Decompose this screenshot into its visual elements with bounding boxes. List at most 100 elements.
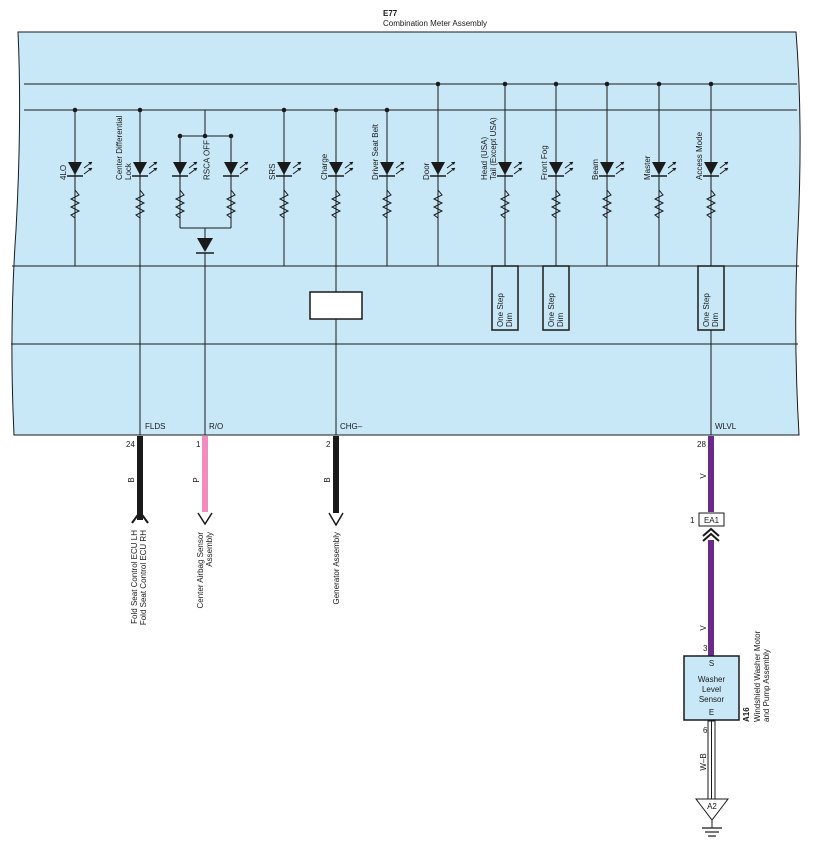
- dimmer-label: Dim: [505, 312, 514, 327]
- indicator-label-door: Door: [422, 162, 431, 180]
- washer-pin-top: 3: [703, 644, 708, 653]
- resistor-icon: [330, 189, 342, 219]
- led-icon: [68, 162, 82, 175]
- terminal-flds: FLDS: [145, 422, 165, 431]
- ground-icon: [702, 827, 722, 837]
- washer-body-2: Level: [702, 685, 721, 694]
- indicator-label-charge: Charge: [320, 153, 329, 180]
- assembly-name: Combination Meter Assembly: [383, 19, 487, 28]
- resistor-icon: [550, 189, 562, 219]
- lamp-center-diff-lock: [132, 107, 158, 344]
- destination-chg: Generator Assembly: [332, 532, 341, 604]
- pin-flds: 24: [126, 440, 135, 449]
- dimmer-label: One Step: [547, 293, 556, 327]
- indicator-label-rsca-off: RSCA OFF: [203, 140, 212, 180]
- resistor-icon: [653, 189, 665, 219]
- resistor-icon: [278, 189, 290, 219]
- destination-ro-1: Center Airbag Sensor: [196, 532, 205, 609]
- terminal-chg: CHG–: [340, 422, 363, 431]
- lamp-door: [430, 81, 456, 266]
- lamp-driver-seat-belt: [379, 107, 405, 266]
- led-icon: [224, 162, 238, 175]
- flds-arrow-icon: [131, 510, 149, 524]
- resistor-icon: [134, 189, 146, 219]
- junction-dot: [137, 107, 143, 113]
- connector-chevron-icon: [702, 527, 720, 537]
- diode-icon: [197, 238, 213, 252]
- connector-chevron-icon-2: [702, 532, 720, 542]
- led-icon: [133, 162, 147, 175]
- lamp-srs: [276, 107, 302, 266]
- washer-body-3: Sensor: [699, 695, 725, 704]
- indicator-label-front-fog: Front Fog: [540, 145, 549, 180]
- lamp-rsca-off-a: [172, 133, 198, 228]
- led-icon: [652, 162, 666, 175]
- led-icon: [173, 162, 187, 175]
- ro-arrow-icon: [197, 512, 213, 526]
- indicator-label-master: Master: [643, 155, 652, 180]
- terminal-wlvl: WLVL: [715, 422, 737, 431]
- pin-chg: 2: [326, 440, 331, 449]
- rsca-off-group: [180, 110, 231, 435]
- assembly-code: E77: [383, 9, 398, 18]
- dimmer-label: One Step: [496, 293, 505, 327]
- washer-terminal-e: E: [709, 708, 714, 717]
- led-icon: [549, 162, 563, 175]
- led-icon: [600, 162, 614, 175]
- washer-level-sensor-box: [683, 655, 740, 721]
- lamp-beam: [599, 81, 625, 266]
- connector-ea1: [698, 512, 725, 527]
- led-icon: [380, 162, 394, 175]
- resistor-icon: [499, 189, 511, 219]
- resistor-icon: [225, 189, 237, 219]
- indicator-label-head-tail: Tail (Except USA): [489, 117, 498, 180]
- junction-dot: [72, 107, 78, 113]
- junction-dot: [333, 107, 339, 113]
- led-icon: [498, 162, 512, 175]
- lamp-head-tail: [497, 81, 523, 266]
- led-icon: [329, 162, 343, 175]
- indicator-label-access-mode: Access Mode: [695, 131, 704, 180]
- lamp-rsca-off-b: [223, 133, 249, 228]
- resistor-icon: [381, 189, 393, 219]
- junction-dot: [384, 107, 390, 113]
- resistor-icon: [174, 189, 186, 219]
- charge-relay-box: [309, 291, 363, 320]
- washer-part-name-1: Windshield Washer Motor: [753, 630, 762, 722]
- terminal-ro: R/O: [209, 422, 223, 431]
- indicator-label-head-tail: Head (USA): [480, 137, 489, 180]
- washer-terminal-s: S: [709, 659, 714, 668]
- pin-wlvl: 28: [697, 440, 706, 449]
- indicator-label-srs: SRS: [268, 164, 277, 180]
- destination-flds-2: Fold Seat Control ECU RH: [139, 530, 148, 625]
- lamp-charge: [328, 107, 354, 292]
- connector-code: EA1: [704, 516, 720, 525]
- resistor-icon: [705, 189, 717, 219]
- led-icon: [277, 162, 291, 175]
- ground-code: A2: [707, 802, 717, 811]
- dimmer-label: One Step: [702, 293, 711, 327]
- wire-code-wlvl: V: [699, 473, 708, 479]
- ground-a2: [694, 798, 730, 821]
- wire-code-ro: P: [192, 477, 201, 482]
- dimmer-label: Dim: [556, 312, 565, 327]
- destination-ro-2: Assembly: [205, 532, 214, 567]
- led-icon: [431, 162, 445, 175]
- resistor-icon: [601, 189, 613, 219]
- washer-body-1: Washer: [698, 675, 726, 684]
- lamp-master: [651, 81, 677, 266]
- dimmer-label: Dim: [711, 312, 720, 327]
- indicator-label-driver-seat-belt: Driver Seat Belt: [371, 123, 380, 180]
- indicator-label-center-diff-lock: Lock: [124, 162, 133, 180]
- pin-ro: 1: [196, 440, 201, 449]
- washer-part-code: A16: [742, 707, 751, 722]
- lamp-4lo: [67, 107, 93, 266]
- indicator-label-center-diff-lock: Center Differential: [115, 115, 124, 180]
- wire-code-flds: B: [127, 477, 136, 482]
- wire-code-washer-top: V: [699, 625, 708, 631]
- connector-pin: 1: [690, 516, 695, 525]
- washer-pin-bottom: 6: [703, 726, 708, 735]
